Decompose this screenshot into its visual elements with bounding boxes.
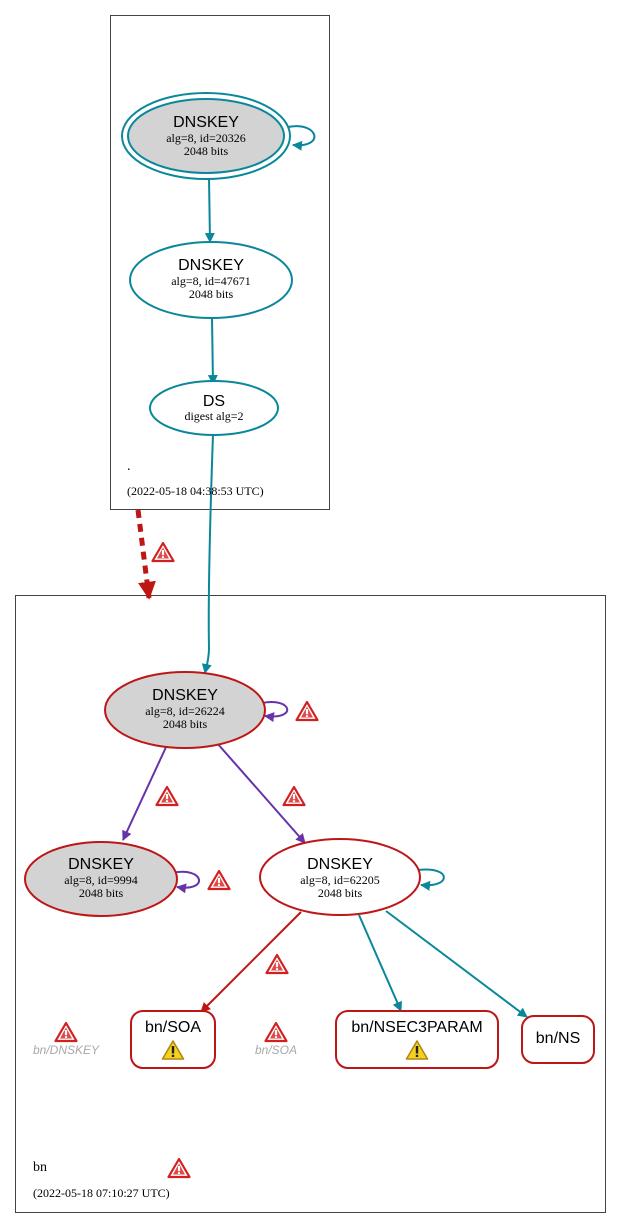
root-ksk-alg-id: alg=8, id=20326 xyxy=(166,131,246,145)
nsec3param-rrset-label: bn/NSEC3PARAM xyxy=(351,1019,482,1036)
ns-rrset-label: bn/NS xyxy=(536,1030,580,1047)
root-zsk-bits: 2048 bits xyxy=(189,287,234,301)
root-ksk-to-zsk-edge xyxy=(204,177,215,243)
missing-dnskey-label: bn/DNSKEY xyxy=(33,1043,100,1057)
bn-ksk-to-key62205-warning-icon[interactable] xyxy=(282,785,306,807)
missing-soa-warning-icon[interactable] xyxy=(264,1021,288,1043)
delegation-edge xyxy=(135,509,156,600)
root-ds-node[interactable]: DS digest alg=2 xyxy=(149,380,279,436)
key62205-to-ns-edge xyxy=(385,910,528,1018)
soa-rrset-label: bn/SOA xyxy=(145,1019,201,1036)
key9994-node[interactable]: DNSKEY alg=8, id=9994 2048 bits xyxy=(24,841,178,917)
bn-zone-box xyxy=(15,595,606,1213)
key62205-node[interactable]: DNSKEY alg=8, id=62205 2048 bits xyxy=(259,838,421,916)
bn-ksk-self-signature-edge xyxy=(261,701,289,723)
root-zsk-title: DNSKEY xyxy=(178,257,244,274)
key9994-warning-icon[interactable] xyxy=(207,869,231,891)
nsec3param-rrset-node[interactable]: bn/NSEC3PARAM xyxy=(335,1010,499,1069)
key9994-title: DNSKEY xyxy=(68,856,134,873)
bn-ksk-title: DNSKEY xyxy=(152,687,218,704)
bn-zone-timestamp: (2022-05-18 07:10:27 UTC) xyxy=(33,1186,170,1200)
key62205-bits: 2048 bits xyxy=(318,886,363,900)
ds-to-bn-ksk-edge xyxy=(201,433,214,674)
root-zone-box xyxy=(110,15,330,510)
key62205-alg-id: alg=8, id=62205 xyxy=(300,873,380,887)
delegation-warning-icon[interactable] xyxy=(151,541,175,563)
bn-ksk-to-key9994-warning-icon[interactable] xyxy=(155,785,179,807)
root-ds-title: DS xyxy=(203,393,225,410)
root-zsk-alg-id: alg=8, id=47671 xyxy=(171,274,251,288)
key9994-alg-id: alg=8, id=9994 xyxy=(64,873,138,887)
key62205-to-nsec3param-edge xyxy=(358,914,402,1012)
bn-ksk-warning-icon[interactable] xyxy=(295,700,319,722)
root-zone-timestamp: (2022-05-18 04:38:53 UTC) xyxy=(127,484,264,498)
root-zone-name: . xyxy=(127,459,131,474)
bn-ksk-alg-id: alg=8, id=26224 xyxy=(145,704,225,718)
key62205-self-signature-edge xyxy=(417,868,445,891)
bn-ksk-to-key62205-edge xyxy=(216,742,306,844)
bn-ksk-to-key9994-edge xyxy=(122,744,168,841)
root-zsk-to-ds-edge xyxy=(207,317,218,385)
root-ksk-self-signature-edge xyxy=(287,125,316,151)
ns-rrset-node[interactable]: bn/NS xyxy=(521,1015,595,1064)
key62205-to-soa-edge xyxy=(200,911,302,1013)
root-ksk-bits: 2048 bits xyxy=(184,144,229,158)
bn-zone-warning-icon[interactable] xyxy=(167,1157,191,1179)
missing-soa-label: bn/SOA xyxy=(255,1043,297,1057)
root-ksk-node[interactable]: DNSKEY alg=8, id=20326 2048 bits xyxy=(121,92,291,180)
key62205-to-soa-warning-icon[interactable] xyxy=(265,953,289,975)
root-ksk-title: DNSKEY xyxy=(173,114,239,131)
key62205-title: DNSKEY xyxy=(307,856,373,873)
key9994-bits: 2048 bits xyxy=(79,886,124,900)
bn-ksk-bits: 2048 bits xyxy=(163,717,208,731)
root-zsk-node[interactable]: DNSKEY alg=8, id=47671 2048 bits xyxy=(129,241,293,319)
bn-ksk-node[interactable]: DNSKEY alg=8, id=26224 2048 bits xyxy=(104,671,266,749)
key9994-self-signature-edge xyxy=(171,870,200,894)
root-ds-digest: digest alg=2 xyxy=(184,409,243,423)
soa-rrset-node[interactable]: bn/SOA xyxy=(130,1010,216,1069)
bn-zone-name: bn xyxy=(33,1160,47,1175)
missing-dnskey-warning-icon[interactable] xyxy=(54,1021,78,1043)
